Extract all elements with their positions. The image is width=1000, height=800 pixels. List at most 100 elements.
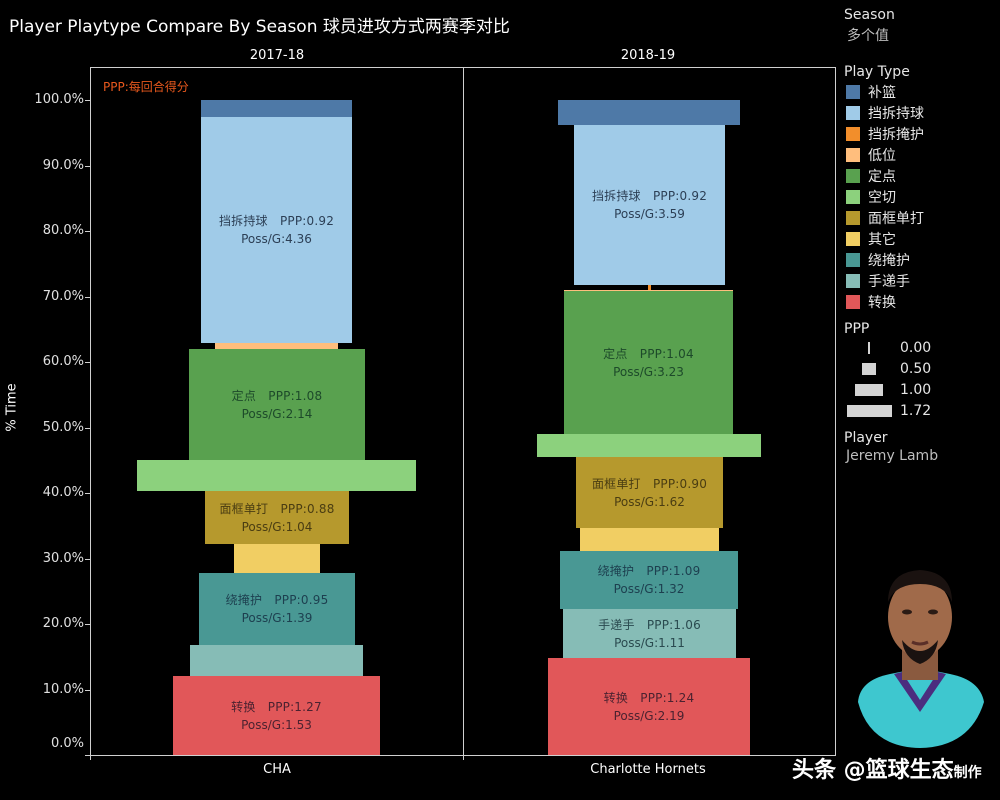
legend-item-label: 其它 (868, 231, 896, 248)
bar-misc-2017[interactable] (234, 544, 320, 573)
x-category-charlotte-hornets: Charlotte Hornets (590, 762, 706, 777)
bar-pnr-handler-2017[interactable]: 挡拆持球 PPP:0.92 Poss/G:4.36 (201, 117, 352, 343)
x-tick (90, 755, 91, 760)
x-category-cha: CHA (263, 762, 291, 777)
bar-cut-2018[interactable] (537, 434, 761, 457)
legend-item[interactable]: 其它 (844, 228, 994, 249)
bar-label: Poss/G:4.36 (241, 232, 312, 246)
bar-handoff-2017[interactable] (190, 645, 363, 676)
y-tick-mark (85, 690, 90, 691)
season-header-2017-18: 2017-18 (249, 48, 305, 63)
bar-post-up-2017[interactable] (215, 343, 338, 349)
y-tick-label: 30.0% (42, 551, 84, 566)
y-tick-mark (85, 100, 90, 101)
bar-label: Poss/G:1.39 (241, 611, 313, 625)
bar-label: 手递手 PPP:1.06 (598, 617, 701, 632)
panel-2017-18 (90, 67, 464, 755)
y-tick-label: 90.0% (42, 158, 84, 173)
bar-isolation-2018[interactable]: 面框单打 PPP:0.90 Poss/G:1.62 (576, 457, 723, 528)
legend-item[interactable]: 挡拆掩护 (844, 123, 994, 144)
legend-swatch-icon (846, 189, 860, 204)
bar-handoff-2018[interactable]: 手递手 PPP:1.06 Poss/G:1.11 (563, 609, 736, 658)
legend-swatch-icon (846, 231, 860, 246)
y-tick-label: 100.0% (34, 92, 84, 107)
y-tick-label: 10.0% (42, 682, 84, 697)
legend-item-label: 绕掩护 (868, 252, 910, 269)
bar-label: Poss/G:3.59 (614, 207, 685, 221)
bar-spot-up-2018[interactable]: 定点 PPP:1.04 Poss/G:3.23 (564, 291, 733, 434)
watermark-main: 头条 @篮球生态 (792, 758, 954, 783)
legend-playtype-list: 补篮挡拆持球挡拆掩护低位定点空切面框单打其它绕掩护手递手转换 (844, 81, 994, 312)
legend-item[interactable]: 低位 (844, 144, 994, 165)
legend-item[interactable]: 手递手 (844, 270, 994, 291)
legend-item[interactable]: 挡拆持球 (844, 102, 994, 123)
ppp-size-icon (862, 362, 876, 375)
ppp-scale-label: 1.00 (900, 381, 932, 398)
ppp-scale-row: 0.50 (844, 358, 994, 379)
bar-pnr-roll-2018[interactable] (648, 285, 651, 290)
watermark: 头条 @篮球生态制作 (792, 752, 982, 784)
bar-label: Poss/G:2.14 (241, 406, 313, 421)
legend-item[interactable]: 绕掩护 (844, 249, 994, 270)
y-axis: 100.0% 90.0% 80.0% 70.0% 60.0% 50.0% 40.… (0, 0, 90, 800)
bar-label: Poss/G:1.04 (241, 519, 313, 534)
legend-ppp-title: PPP (844, 321, 870, 337)
bar-label: 转换 PPP:1.24 (603, 690, 695, 705)
bar-isolation-2017[interactable]: 面框单打 PPP:0.88 Poss/G:1.04 (205, 491, 349, 544)
bar-cut-2017[interactable] (137, 460, 416, 491)
legend-item-label: 面框单打 (868, 210, 924, 227)
legend-item[interactable]: 补篮 (844, 81, 994, 102)
bar-label: 定点 PPP:1.08 (231, 388, 323, 403)
legend-player-value[interactable]: Jeremy Lamb (846, 448, 939, 464)
bar-label: 绕掩护 PPP:1.09 (597, 564, 701, 578)
y-tick-mark (85, 231, 90, 232)
ppp-size-icon (855, 383, 883, 396)
bar-label: 转换 PPP:1.27 (231, 699, 322, 714)
legend-item[interactable]: 定点 (844, 165, 994, 186)
legend-item-label: 定点 (868, 168, 896, 185)
bar-pnr-handler-2018[interactable]: 挡拆持球 PPP:0.92 Poss/G:3.59 (574, 125, 725, 285)
legend-ppp-scale: 0.00 0.50 1.00 1.72 (844, 337, 994, 421)
ppp-scale-label: 0.00 (900, 339, 932, 356)
legend-item[interactable]: 转换 (844, 291, 994, 312)
bar-transition-2018[interactable]: 转换 PPP:1.24 Poss/G:2.19 (548, 658, 750, 755)
bar-off-screen-2017[interactable]: 绕掩护 PPP:0.95 Poss/G:1.39 (199, 573, 355, 645)
bar-transition-2017[interactable]: 转换 PPP:1.27 Poss/G:1.53 (173, 676, 380, 755)
bar-label: Poss/G:3.23 (613, 364, 684, 379)
y-tick-label: 0.0% (50, 736, 84, 751)
y-tick-mark (85, 297, 90, 298)
bar-label: 挡拆持球 PPP:0.92 (218, 214, 335, 228)
bar-label: Poss/G:2.19 (613, 708, 685, 723)
chart-title: Player Playtype Compare By Season 球员进攻方式… (9, 17, 510, 37)
bar-post-up-2018[interactable] (564, 290, 733, 291)
legend-season-title: Season (844, 7, 895, 23)
y-tick-mark (85, 755, 90, 756)
bar-label: Poss/G:1.11 (614, 635, 685, 650)
bar-label: 定点 PPP:1.04 (603, 346, 694, 361)
legend-swatch-icon (846, 168, 860, 183)
legend-swatch-icon (846, 273, 860, 288)
y-tick-mark (85, 166, 90, 167)
bar-spot-up-2017[interactable]: 定点 PPP:1.08 Poss/G:2.14 (189, 349, 365, 460)
legend-item-label: 空切 (868, 189, 896, 206)
bar-misc-2018[interactable] (580, 528, 719, 551)
legend-player-title: Player (844, 430, 888, 446)
legend-season-value[interactable]: 多个值 (847, 28, 889, 44)
legend-item-label: 转换 (868, 294, 896, 311)
panel-2018-19 (463, 67, 836, 755)
legend-item-label: 挡拆持球 (868, 105, 924, 122)
legend-swatch-icon (846, 294, 860, 309)
legend-playtype-title: Play Type (844, 64, 910, 80)
y-tick-mark (85, 624, 90, 625)
legend-item[interactable]: 空切 (844, 186, 994, 207)
bar-label: Poss/G:1.32 (613, 582, 685, 596)
bar-off-screen-2018[interactable]: 绕掩护 PPP:1.09 Poss/G:1.32 (560, 551, 738, 609)
legend-item-label: 手递手 (868, 273, 910, 290)
ppp-annotation: PPP:每回合得分 (103, 80, 189, 94)
bar-putback-2018[interactable] (558, 100, 740, 125)
legend-swatch-icon (846, 147, 860, 162)
bar-putback-2017[interactable] (201, 100, 352, 117)
ppp-scale-row: 1.72 (844, 400, 994, 421)
legend-item-label: 挡拆掩护 (868, 126, 924, 143)
legend-item[interactable]: 面框单打 (844, 207, 994, 228)
